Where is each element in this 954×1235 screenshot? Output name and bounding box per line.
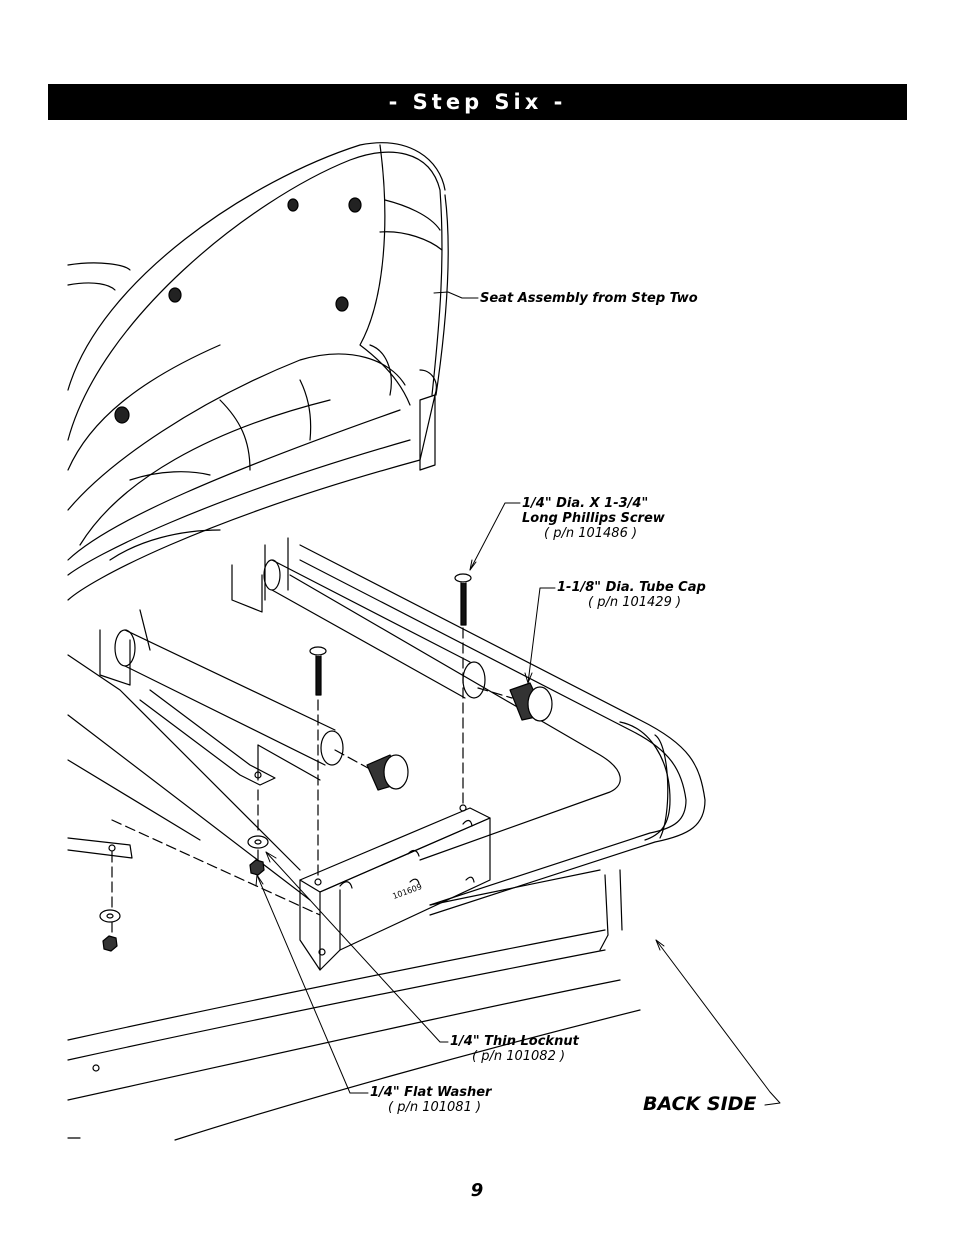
thin-locknut — [102, 859, 265, 952]
frame-rail — [67, 544, 706, 916]
tube-cap-label: 1-1/8" Dia. Tube Cap — [557, 580, 706, 595]
phillips-screw — [454, 573, 472, 626]
seat-studs — [114, 197, 362, 424]
locknut-label: 1/4" Thin Locknut — [450, 1034, 579, 1049]
brace-strap — [67, 689, 321, 859]
phillips-screw-2 — [309, 646, 327, 696]
tube-cap — [509, 682, 553, 722]
base-platform — [67, 869, 641, 1141]
washer-part-number: ( p/n 101081 ) — [388, 1100, 482, 1115]
screw-part-number: ( p/n 101486 ) — [544, 526, 638, 541]
locknut-part-number: ( p/n 101082 ) — [472, 1049, 566, 1064]
flat-washer — [99, 835, 269, 923]
tubes — [114, 559, 486, 766]
seat-brackets — [99, 537, 289, 686]
back-side-label: BACK SIDE — [643, 1093, 757, 1115]
step-title-bar: - Step Six - — [48, 84, 907, 120]
screw-label-line2: Long Phillips Screw — [522, 511, 665, 526]
tube-cap-2 — [366, 754, 409, 791]
assembly-guide-lines — [111, 627, 513, 937]
seat-assembly — [67, 142, 449, 601]
step-title: - Step Six - — [388, 90, 567, 114]
seat-assembly-label: Seat Assembly from Step Two — [480, 291, 698, 306]
tube-cap-part-number: ( p/n 101429 ) — [588, 595, 682, 610]
mounting-bracket — [299, 804, 491, 971]
page-number: 9 — [470, 1180, 484, 1201]
screw-label-line1: 1/4" Dia. X 1-3/4" — [522, 496, 649, 511]
washer-label: 1/4" Flat Washer — [370, 1085, 492, 1100]
leader-lines — [255, 291, 781, 1106]
